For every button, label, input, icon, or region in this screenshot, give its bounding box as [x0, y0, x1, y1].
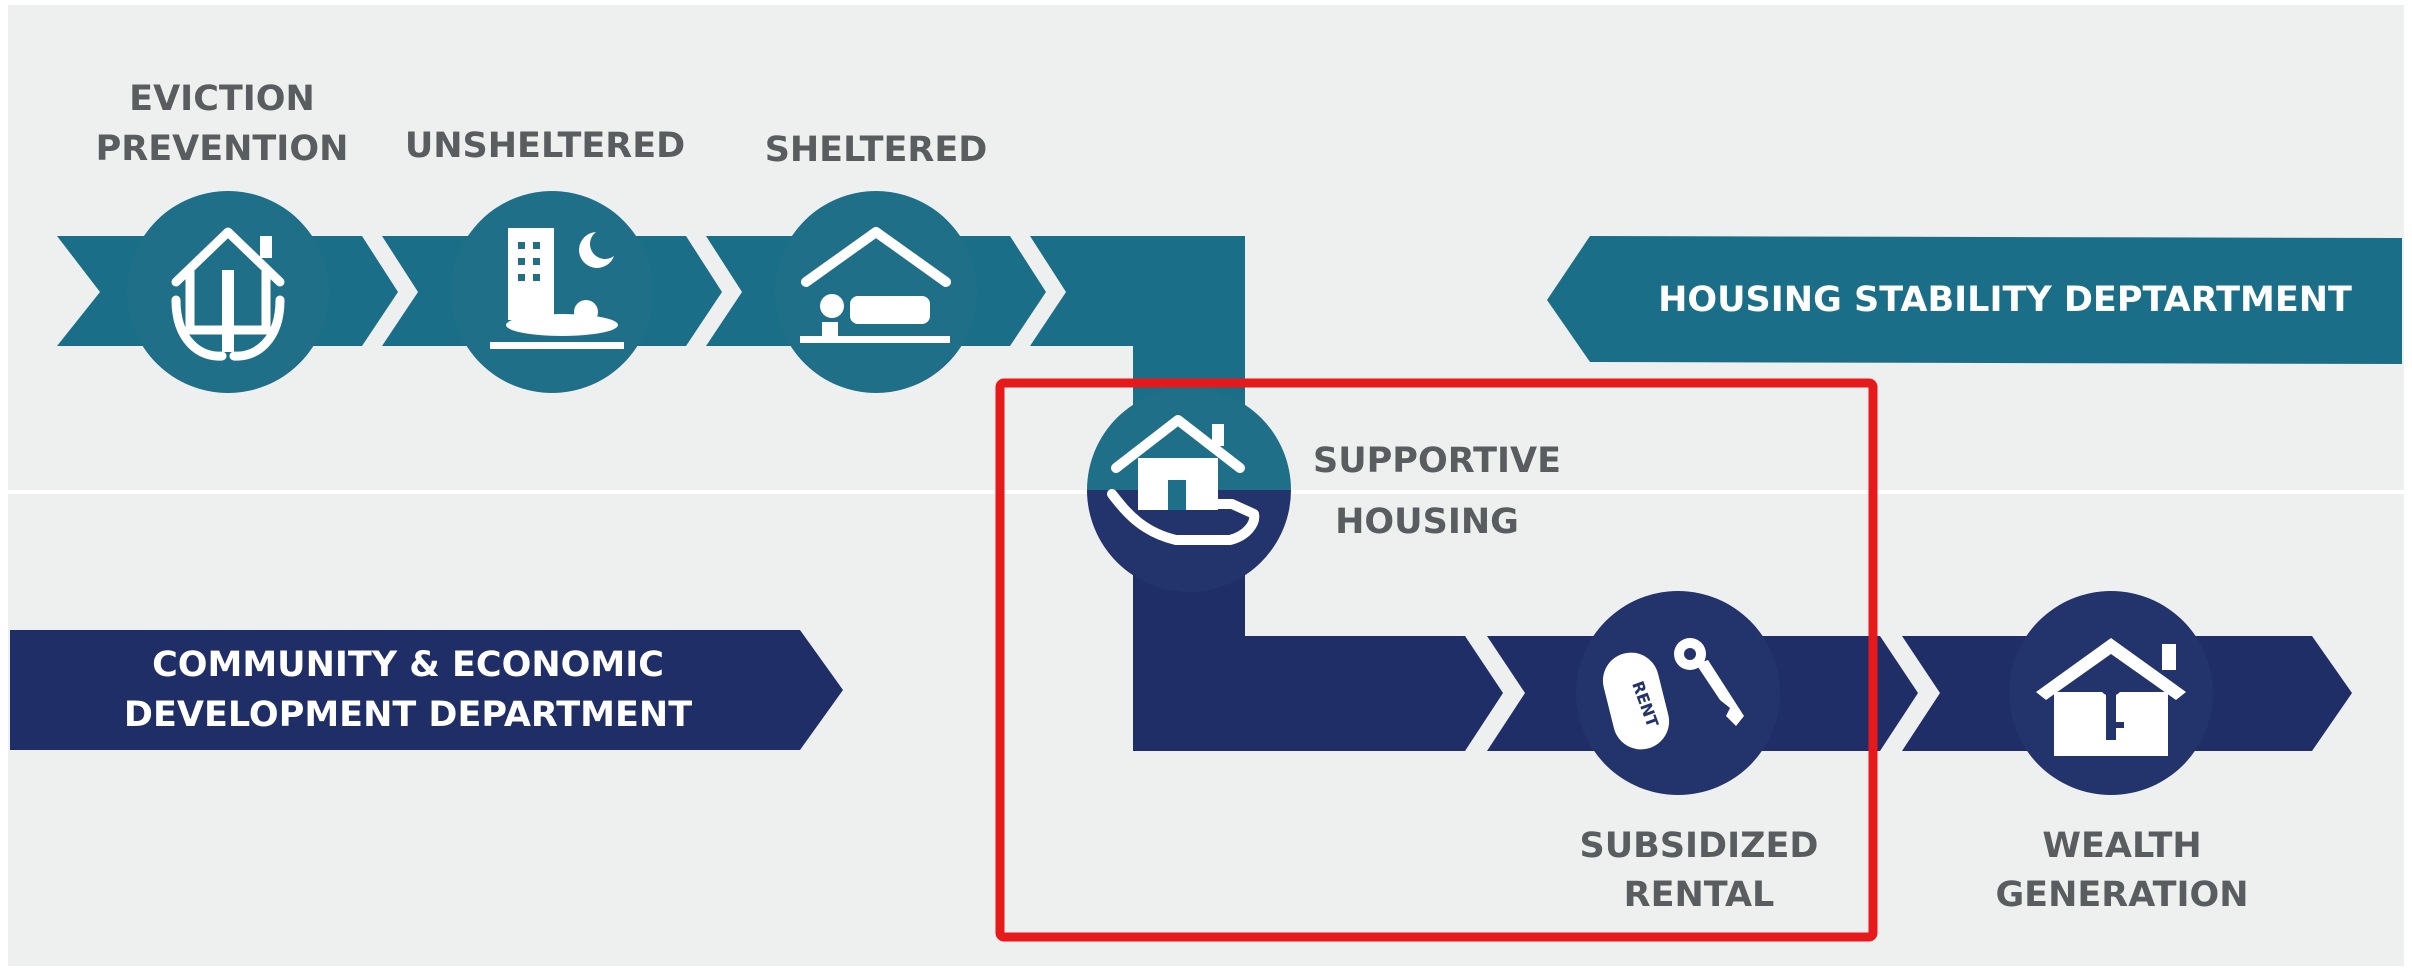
highlight-box: [995, 378, 1878, 942]
sleeping-person-icon: [800, 294, 950, 343]
housing-department-banner: HOUSING STABILITY DEPTARTMENT: [1658, 280, 2352, 320]
house-in-hand-icon: [1107, 415, 1260, 545]
subsidized-rental-label-line2: RENTAL: [1624, 875, 1775, 915]
sheltered-label: SHELTERED: [765, 130, 988, 170]
community-department-banner-line1: COMMUNITY & ECONOMIC: [152, 645, 664, 685]
wealth-generation-label-line1: WEALTH: [2042, 826, 2201, 866]
step-supportive-housing: [1087, 388, 1291, 592]
eviction-prevention-label-line2: PREVENTION: [96, 129, 349, 169]
rent-key-icon: RENT: [1602, 638, 1744, 750]
housing-department-banner-shape: [1547, 236, 2402, 364]
supportive-housing-label-line1: SUPPORTIVE: [1313, 441, 1561, 481]
unsheltered-label: UNSHELTERED: [405, 126, 685, 166]
eviction-prevention-label-line1: EVICTION: [129, 79, 315, 119]
house-key-icon: [2036, 638, 2186, 756]
community-department-banner-shape: [10, 630, 843, 750]
step-unsheltered: [451, 191, 653, 393]
roof-icon: [801, 227, 951, 287]
wealth-generation-label-line2: GENERATION: [1995, 875, 2248, 915]
step-subsidized-rental: RENT: [1576, 591, 1780, 795]
subsidized-rental-label-line1: SUBSIDIZED: [1580, 826, 1819, 866]
step-eviction-prevention: [127, 191, 329, 393]
city-moon-person-icon: [490, 228, 624, 349]
step-sheltered: [775, 191, 977, 393]
supportive-housing-label-line2: HOUSING: [1335, 502, 1519, 542]
house-door-cross: [222, 270, 234, 352]
step-wealth-generation: [2009, 591, 2213, 795]
community-department-banner-line2: DEVELOPMENT DEPARTMENT: [124, 695, 692, 735]
sheltered-circle: [775, 191, 977, 393]
